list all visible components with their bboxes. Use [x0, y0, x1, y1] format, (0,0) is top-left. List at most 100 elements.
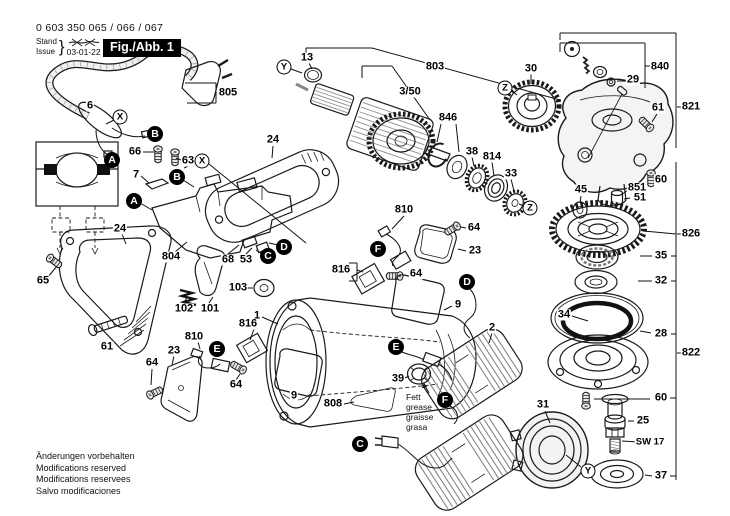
handle-housing-top [204, 149, 340, 243]
badge-b-switch: B [169, 169, 185, 185]
brush-set-lower [190, 332, 269, 373]
spring-102 [177, 288, 199, 307]
part-label-65: 65 [35, 274, 51, 287]
part-label-9-left: 9 [289, 389, 299, 402]
baffle-39 [406, 363, 432, 385]
footer-line-es: Salvo modificaciones [36, 485, 121, 496]
part-label-6: 6 [85, 99, 95, 112]
part-label-24-top: 24 [265, 133, 281, 146]
part-label-38: 38 [464, 145, 480, 158]
ring-34-oring-28 [550, 292, 644, 344]
plate-808 [350, 387, 396, 412]
badge-y-cover: Y [580, 463, 596, 479]
part-label-826: 826 [680, 227, 702, 240]
part-label-66: 66 [127, 145, 143, 158]
screw-61-left [87, 315, 128, 337]
bearing-flange-822 [547, 334, 649, 390]
lock-lever-101 [194, 245, 227, 297]
part-label-35: 35 [653, 249, 669, 262]
switch-carrier-804 [144, 173, 293, 259]
seal-32 [574, 269, 618, 295]
grease-line-es: grasa [406, 422, 428, 433]
armature-3-50 [295, 67, 451, 171]
badge-d-field: D [459, 274, 475, 290]
part-label-68: 68 [220, 253, 236, 266]
part-label-28: 28 [653, 327, 669, 340]
part-label-37: 37 [653, 469, 669, 482]
part-label-63: 63 [180, 154, 196, 167]
field-coil-lower [414, 414, 524, 511]
knob-103 [253, 278, 275, 298]
part-label-29: 29 [625, 73, 641, 86]
part-label-60-bottom: 60 [653, 391, 669, 404]
grease-note: Fett grease graisse grasa [406, 392, 433, 432]
grease-line-fr: graisse [406, 412, 434, 423]
part-label-846: 846 [437, 111, 459, 124]
part-label-2: 2 [487, 321, 497, 334]
bearing-35 [575, 244, 619, 270]
part-label-64-mid: 64 [228, 378, 244, 391]
part-label-34: 34 [556, 308, 572, 321]
footer-line-de: Änderungen vorbehalten [36, 451, 135, 461]
badge-x-housing: X [194, 153, 210, 169]
part-label-60-top: 60 [653, 173, 669, 186]
part-label-1: 1 [252, 309, 262, 322]
badge-z-gear: Z [497, 80, 513, 96]
part-label-810-upper: 810 [393, 203, 415, 216]
power-cord-assembly [45, 43, 233, 158]
issue-brace: } [58, 37, 65, 56]
nameplate-left [274, 348, 323, 397]
part-label-803: 803 [424, 60, 446, 73]
modifications-note: Änderungen vorbehalten Modifications res… [36, 451, 135, 497]
brush-cover-right [414, 224, 457, 264]
part-label-102: 102 [173, 302, 195, 315]
badge-d-terminal: D [276, 239, 292, 255]
badge-f-field: F [437, 392, 453, 408]
part-label-33: 33 [503, 167, 519, 180]
stand-label: Stand [36, 37, 57, 46]
issue-date: 03-01-22 [66, 46, 101, 57]
brush-cover-left [160, 355, 203, 422]
part-label-23-left: 23 [166, 344, 182, 357]
part-label-32: 32 [653, 274, 669, 287]
badge-f-brush-upper: F [370, 241, 386, 257]
spindle-25 [601, 393, 629, 455]
badge-z-pinion: Z [522, 200, 538, 216]
part-label-103: 103 [227, 281, 249, 294]
figure-label: Fig./Abb. 1 [103, 39, 181, 57]
part-label-9-right: 9 [453, 298, 463, 311]
part-label-840: 840 [649, 60, 671, 73]
part-label-23-right: 23 [467, 244, 483, 257]
handle-housing-left [58, 225, 172, 355]
badge-c-field: C [352, 436, 368, 452]
issue-block: Stand Issue } 03-01-22 [36, 37, 101, 57]
badge-b-cord: B [147, 126, 163, 142]
part-label-30: 30 [523, 62, 539, 75]
part-label-7: 7 [131, 168, 141, 181]
issue-label: Issue [36, 47, 56, 56]
part-label-821: 821 [680, 100, 702, 113]
part-label-51: 51 [632, 191, 648, 204]
gear-30 [502, 79, 562, 133]
nameplate-right [391, 274, 445, 325]
part-label-61-left: 61 [99, 340, 115, 353]
part-label-45: 45 [573, 183, 589, 196]
badge-e-brush-lower: E [209, 341, 225, 357]
grease-line-de: Fett [406, 392, 421, 402]
part-label-816-upper: 816 [330, 263, 352, 276]
part-label-31: 31 [535, 398, 551, 411]
bearing-cover-31 [509, 411, 589, 489]
brush-set-upper [351, 225, 412, 295]
washer-37 [590, 459, 644, 489]
grease-line-en: grease [406, 402, 432, 413]
part-label-64-816: 64 [408, 267, 424, 280]
field-coil-upper [421, 328, 523, 420]
footer-line-fr: Modifications reservees [36, 474, 131, 485]
badge-y-armature: Y [276, 59, 292, 75]
part-label-64-cover-right: 64 [466, 221, 482, 234]
part-label-814: 814 [481, 150, 503, 163]
badge-e-field: E [388, 339, 404, 355]
type-number: 0 603 350 065 / 066 / 067 [36, 22, 164, 34]
footer-line-en: Modifications reserved [36, 462, 127, 473]
